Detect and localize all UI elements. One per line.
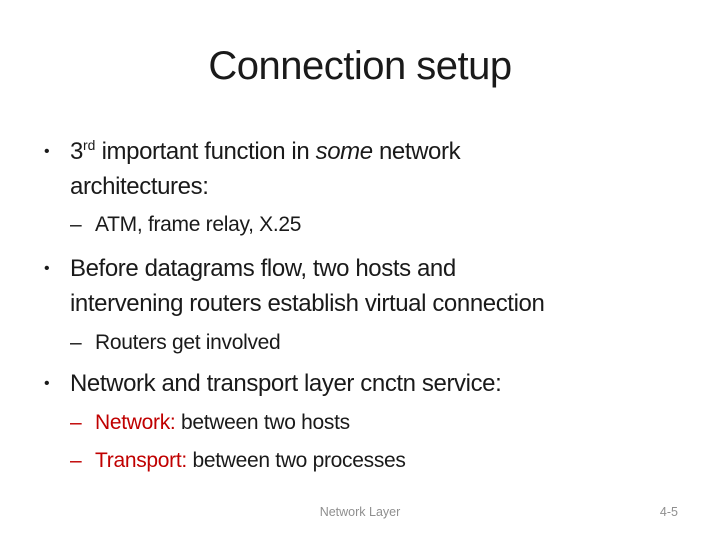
sub-bullet-transport: – Transport: between two processes (70, 448, 690, 474)
sub-bullet-network-label: Network: (95, 411, 176, 434)
footer-section-label: Network Layer (319, 505, 401, 519)
bullet-dot-icon: • (44, 143, 50, 160)
bullet-1-mid: important function in (95, 138, 316, 165)
bullet-2-line2: intervening routers establish virtual co… (70, 290, 545, 317)
sub-bullet-transport-text: Transport: between two processes (95, 448, 406, 474)
bullet-1-num: 3 (70, 138, 83, 165)
bullet-2-line1: Before datagrams flow, two hosts and (70, 255, 456, 282)
slide-body: • 3rd important function in some network… (0, 134, 720, 474)
bullet-item-2: • Before datagrams flow, two hosts and in… (44, 251, 690, 321)
sub-bullet-network-rest: between two hosts (175, 411, 350, 434)
bullet-1-emphasis: some (315, 138, 373, 165)
bullet-3-text: Network and transport layer cnctn servic… (70, 370, 502, 397)
dash-icon: – (70, 331, 82, 354)
bullet-item-1: • 3rd important function in some network… (44, 134, 690, 204)
bullet-1-text: 3rd important function in some network ar… (70, 134, 461, 204)
bullet-1-ordinal: rd (82, 137, 96, 153)
dash-icon: – (70, 213, 82, 236)
dash-icon: – (70, 449, 82, 472)
bullet-item-3: • Network and transport layer cnctn serv… (44, 366, 690, 401)
sub-bullet-network-text: Network: between two hosts (95, 410, 350, 436)
sub-bullet-atm: – ATM, frame relay, X.25 (70, 212, 690, 238)
slide-title: Connection setup (208, 44, 512, 88)
footer-page-number: 4-5 (659, 505, 678, 519)
sub-bullet-routers-text: Routers get involved (95, 331, 281, 354)
sub-bullet-atm-text: ATM, frame relay, X.25 (95, 213, 302, 236)
dash-icon: – (70, 411, 82, 434)
sub-bullet-transport-rest: between two processes (186, 449, 406, 472)
sub-bullet-network: – Network: between two hosts (70, 410, 690, 436)
sub-bullet-routers: – Routers get involved (70, 330, 690, 356)
bullet-1-line2: architectures: (70, 173, 209, 200)
bullet-2-text: Before datagrams flow, two hosts and inte… (70, 251, 545, 321)
bullet-dot-icon: • (44, 375, 50, 392)
sub-bullet-transport-label: Transport: (95, 449, 187, 472)
bullet-dot-icon: • (44, 260, 50, 277)
bullet-1-tail: network (372, 138, 461, 165)
